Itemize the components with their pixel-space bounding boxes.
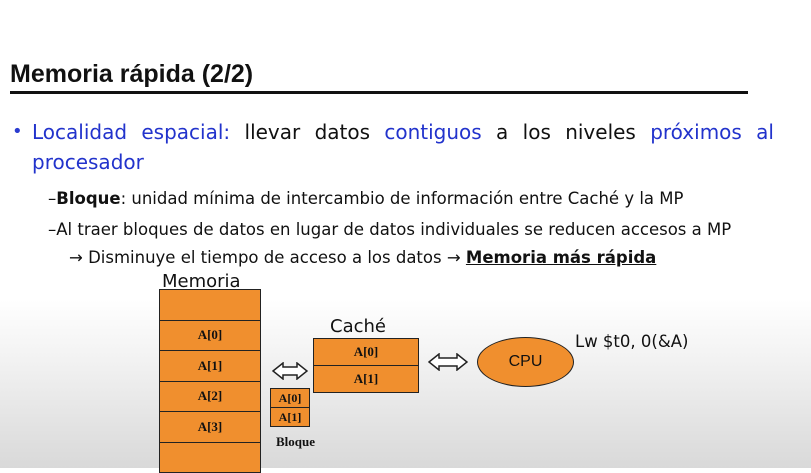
instruction-label: Lw $t0, 0(&A) [575,332,688,351]
sub-bullet-conclusion: → Disminuye el tiempo de acceso a los da… [69,248,656,267]
bullet-text-2: a los niveles [482,120,650,144]
title-underline [10,91,748,94]
memory-cell: A[3] [160,412,260,443]
memory-cell [160,290,260,321]
cache-cell: A[0] [314,339,418,366]
cache-cell: A[1] [314,366,418,393]
term-proximos: próximos al [650,120,774,144]
term-localidad-espacial: Localidad espacial: [32,120,230,144]
term-bloque: Bloque [56,189,120,208]
sub-bullet-bloques: –Al traer bloques de datos en lugar de d… [48,220,731,239]
cache-box: A[0] A[1] [313,338,419,393]
sub-dash: – [48,189,56,208]
block-cell: A[1] [271,408,309,427]
memory-cell: A[2] [160,382,260,413]
memory-cell: A[1] [160,351,260,382]
block-box: A[0] A[1] [270,388,310,427]
memoria-rapida-emphasis: Memoria más rápida [466,248,656,267]
memory-box: A[0] A[1] A[2] A[3] [159,289,261,473]
bullet-line-1: Localidad espacial: llevar datos contigu… [32,120,774,144]
memory-cell [160,443,260,473]
conclusion-text: → Disminuye el tiempo de acceso a los da… [69,248,466,267]
block-label: Bloque [276,434,315,450]
bullet-line-2: procesador [32,150,144,174]
block-cell: A[0] [271,389,309,408]
cache-label: Caché [330,316,386,337]
cpu-ellipse: CPU [477,337,574,387]
double-arrow-icon [428,353,468,371]
bloque-definition: : unidad mínima de intercambio de inform… [121,189,684,208]
bullet-marker: • [12,121,23,142]
slide-title: Memoria rápida (2/2) [10,60,253,89]
term-contiguos: contiguos [384,120,481,144]
double-arrow-icon [272,362,308,380]
sub-bullet-bloque: –Bloque: unidad mínima de intercambio de… [48,189,683,208]
bullet-text-1: llevar datos [230,120,384,144]
memory-cell: A[0] [160,321,260,352]
